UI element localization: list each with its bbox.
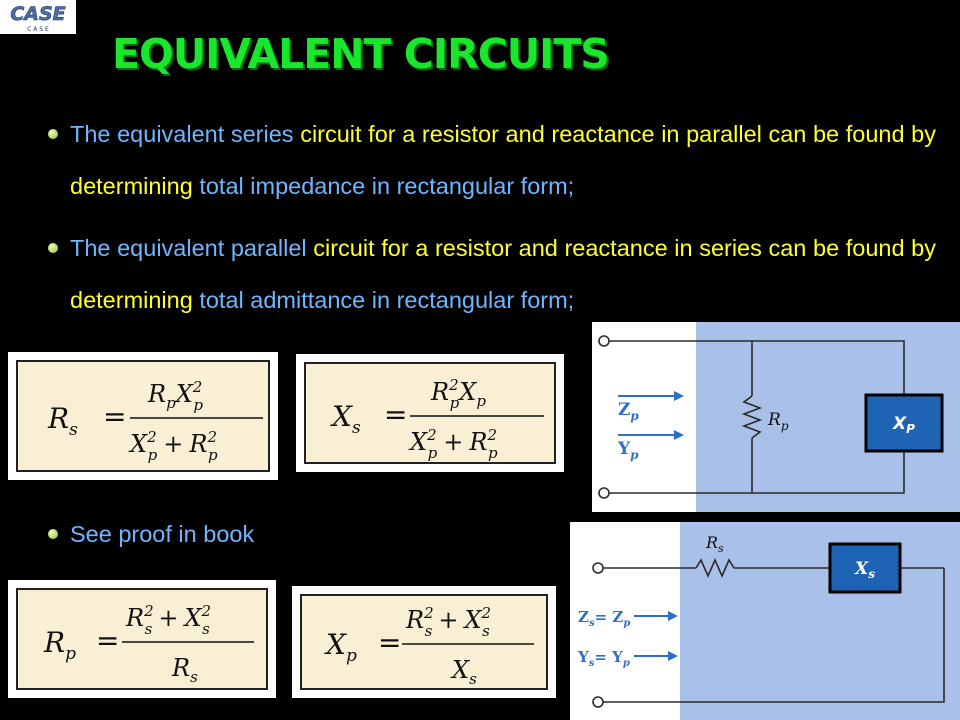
svg-text:Xs: Xs bbox=[450, 656, 477, 688]
bullet-text-blue: See proof in book bbox=[70, 521, 255, 547]
bullet-text-blue: The equivalent parallel bbox=[70, 235, 307, 261]
svg-text:Rp: Rp bbox=[43, 626, 76, 664]
svg-text:Rs: Rs bbox=[705, 533, 724, 555]
svg-text:=: = bbox=[378, 626, 401, 659]
bullet-parallel: The equivalent parallel circuit for a re… bbox=[44, 222, 936, 326]
bullet-text-yellow: circuit for a resistor and reactance in … bbox=[70, 121, 936, 199]
reactance-xs-box bbox=[828, 542, 902, 594]
svg-text:Xs: Xs bbox=[330, 400, 361, 438]
svg-text:XP: XP bbox=[892, 414, 915, 436]
svg-text:Rp: Rp bbox=[767, 410, 789, 433]
bullet-text-yellow: circuit for a resistor and reactance in … bbox=[70, 235, 936, 313]
svg-text:Zs= Zp: Zs= Zp bbox=[578, 608, 630, 629]
bullet-text-blue: The equivalent series bbox=[70, 121, 294, 147]
svg-text:=: = bbox=[103, 400, 126, 433]
svg-text:Rs: Rs bbox=[47, 402, 78, 440]
slide-title: EQUIVALENT CIRCUITS bbox=[112, 30, 610, 78]
logo-text: CASE bbox=[10, 3, 65, 25]
bullet-list: The equivalent series circuit for a resi… bbox=[44, 108, 936, 336]
svg-text:R2s+X2s: R2s+X2s bbox=[125, 602, 211, 638]
svg-text:Zp: Zp bbox=[618, 400, 639, 423]
svg-text:Ys= Yp: Ys= Yp bbox=[577, 648, 630, 669]
svg-text:=: = bbox=[96, 624, 119, 657]
case-logo: CASE C A S E bbox=[0, 0, 76, 34]
bullet-text-blue: total admittance in rectangular form; bbox=[199, 287, 575, 313]
svg-text:Yp: Yp bbox=[617, 439, 639, 462]
bullet-icon bbox=[48, 129, 58, 139]
reactance-xp-box bbox=[864, 393, 944, 453]
bullet-text-blue: total impedance in rectangular form; bbox=[199, 173, 575, 199]
parallel-circuit-diagram: XP Rp Zp Yp bbox=[592, 322, 960, 512]
svg-text:X2p+R2p: X2p+R2p bbox=[408, 426, 498, 462]
series-circuit-diagram: Xs Rs Zs= Zp Ys= Yp bbox=[570, 522, 960, 720]
bullet-icon bbox=[48, 243, 58, 253]
svg-text:Rs: Rs bbox=[171, 654, 198, 686]
svg-text:Xp: Xp bbox=[324, 628, 357, 666]
bullet-proof: See proof in book bbox=[44, 510, 254, 558]
svg-text:R2s+X2s: R2s+X2s bbox=[405, 604, 491, 640]
bullet-icon bbox=[48, 529, 58, 539]
svg-text:X2p+R2p: X2p+R2p bbox=[128, 428, 218, 464]
svg-text:=: = bbox=[384, 398, 407, 431]
bullet-series: The equivalent series circuit for a resi… bbox=[44, 108, 936, 212]
svg-text:Xs: Xs bbox=[854, 559, 875, 581]
logo-subtext: C A S E bbox=[27, 26, 49, 33]
